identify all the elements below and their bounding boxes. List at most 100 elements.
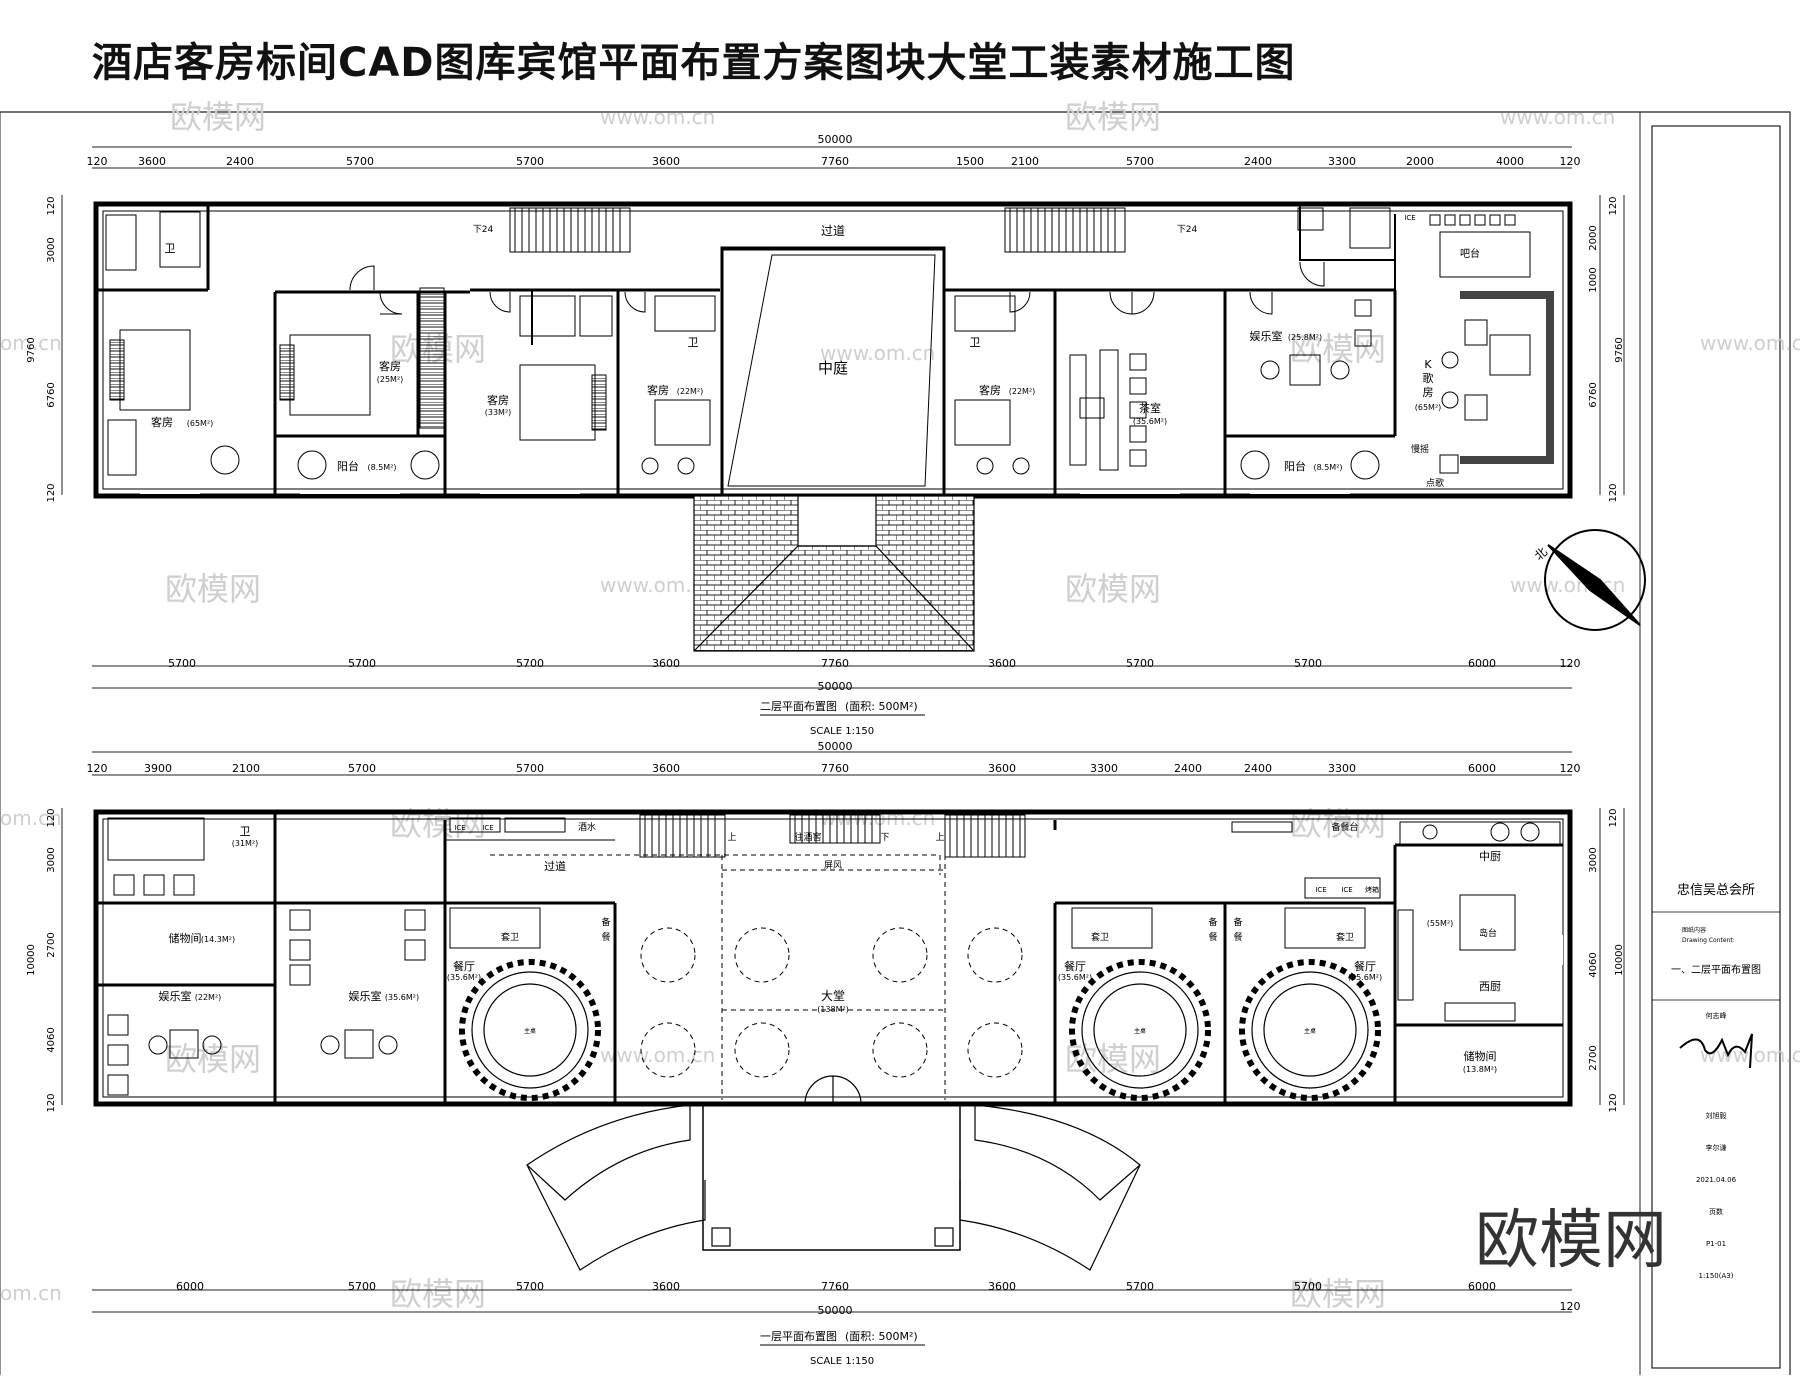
lobby-layout — [490, 854, 1023, 1100]
room-label: 客房 — [979, 383, 1001, 397]
upper-top-dims: 120 3600 2400 5700 5700 3600 7760 1500 2… — [87, 155, 1581, 168]
room-label: 备 — [1233, 916, 1242, 928]
svg-text:6000: 6000 — [1468, 762, 1496, 775]
room-label: 吧台 — [1460, 247, 1480, 260]
room-label: 备 — [601, 916, 610, 928]
room-label: 娱乐室 — [349, 989, 382, 1003]
north-label: 北 — [1532, 545, 1550, 563]
appliance-label: 烤箱 — [1365, 885, 1379, 894]
lower-caption-area: (面积: 500M²) — [845, 1330, 918, 1343]
svg-text:6000: 6000 — [1468, 657, 1496, 670]
room-label: 套卫 — [501, 931, 519, 943]
svg-text:4060: 4060 — [1588, 952, 1599, 977]
svg-text:2700: 2700 — [1588, 1045, 1599, 1070]
svg-text:120: 120 — [46, 483, 57, 502]
lower-overall-dim: 50000 — [818, 740, 853, 753]
upper-plan: 50000 120 3600 2400 5700 5700 3600 7760 … — [26, 133, 1646, 737]
svg-text:5700: 5700 — [516, 762, 544, 775]
svg-text:2100: 2100 — [232, 762, 260, 775]
svg-text:5700: 5700 — [516, 155, 544, 168]
upper-bottom-dims: 5700 5700 5700 3600 7760 3600 5700 5700 … — [168, 657, 1581, 670]
room-label: 客房 — [647, 383, 669, 397]
watermark-brand: 欧模网 — [165, 1040, 261, 1078]
room-label: 中厨 — [1479, 850, 1501, 863]
room-label: 储物间 — [169, 931, 202, 945]
stair-label: 上 — [935, 832, 944, 843]
drafter-name: 刘旭毅 — [1706, 1111, 1727, 1120]
watermark-brand: 欧模网 — [390, 1275, 486, 1313]
room-area: (35.6M²) — [1133, 417, 1167, 426]
room-label: 过道 — [544, 859, 566, 873]
appliance-label: ICE — [1315, 886, 1326, 894]
room-area: (35.6M²) — [447, 973, 481, 982]
room-label: 餐 — [601, 931, 610, 943]
svg-text:7760: 7760 — [821, 1280, 849, 1293]
watermark-url-short: om.cn — [0, 331, 62, 355]
svg-text:120: 120 — [1560, 155, 1581, 168]
svg-text:5700: 5700 — [1126, 657, 1154, 670]
room-area: (65M²) — [187, 419, 214, 428]
watermark-url: www.om.cn — [1700, 331, 1800, 355]
lower-top-dims: 120 3900 2100 5700 5700 3600 7760 3600 3… — [87, 762, 1581, 775]
upper-furniture — [105, 207, 1554, 480]
lower-scale: SCALE 1:150 — [810, 1356, 874, 1367]
room-area: (22M²) — [677, 387, 704, 396]
svg-text:3000: 3000 — [1588, 847, 1599, 872]
upper-side-dims: 120 3000 9760 6760 120 120 2000 1000 976… — [26, 196, 1625, 502]
lower-bottom-dims: 6000 5700 5700 3600 7760 3600 5700 5700 … — [176, 1280, 1581, 1313]
svg-text:4060: 4060 — [46, 1027, 57, 1052]
room-label: K — [1424, 358, 1432, 371]
svg-text:3300: 3300 — [1328, 155, 1356, 168]
upper-dim-lines — [61, 146, 1625, 689]
svg-text:5700: 5700 — [516, 657, 544, 670]
stair-label: 上 — [727, 832, 736, 843]
svg-text:9760: 9760 — [1614, 337, 1625, 362]
brand-watermark: 欧模网 — [1475, 1204, 1667, 1278]
appliance-label: ICE — [1341, 886, 1352, 894]
upper-caption-area: (面积: 500M²) — [845, 700, 918, 713]
page-number: P1-01 — [1706, 1240, 1726, 1248]
room-area: (8.5M²) — [367, 463, 396, 472]
svg-text:3000: 3000 — [46, 237, 57, 262]
room-label: 歌 — [1423, 371, 1434, 385]
room-area: (13.8M²) — [1463, 1065, 1497, 1074]
svg-text:120: 120 — [1608, 483, 1619, 502]
svg-text:7760: 7760 — [821, 657, 849, 670]
svg-text:5700: 5700 — [1294, 1280, 1322, 1293]
room-label: 套卫 — [1336, 931, 1354, 943]
table-label: 主桌 — [524, 1027, 536, 1035]
svg-text:3600: 3600 — [138, 155, 166, 168]
signature-icon — [1679, 1033, 1753, 1069]
svg-text:5700: 5700 — [1126, 155, 1154, 168]
room-label: 储物间 — [1464, 1049, 1497, 1063]
room-label: 备餐台 — [1331, 821, 1358, 833]
lower-furniture — [107, 817, 1561, 1096]
room-area: (14.3M²) — [201, 935, 235, 944]
room-area: (22M²) — [195, 993, 222, 1002]
svg-text:3000: 3000 — [46, 847, 57, 872]
content-label-en: Drawing Content: — [1682, 937, 1735, 944]
table-label: 主桌 — [1304, 1027, 1316, 1035]
svg-text:120: 120 — [1608, 1093, 1619, 1112]
svg-text:10000: 10000 — [1614, 944, 1625, 976]
drawing-content: 一、二层平面布置图 — [1671, 964, 1761, 976]
watermark-url: www.om.cn — [820, 341, 935, 365]
upper-doors — [349, 261, 1325, 315]
svg-text:3300: 3300 — [1328, 762, 1356, 775]
watermark-url-short: om.cn — [0, 806, 62, 830]
svg-text:120: 120 — [1560, 657, 1581, 670]
lower-plan: 50000 120 3900 2100 5700 5700 3600 7760 … — [26, 740, 1625, 1367]
svg-text:2000: 2000 — [1406, 155, 1434, 168]
canopy-roof — [693, 495, 975, 652]
svg-text:5700: 5700 — [1126, 1280, 1154, 1293]
checker-name: 李尔谦 — [1706, 1143, 1727, 1152]
lower-overall-dim-bottom: 50000 — [818, 1304, 853, 1317]
svg-text:2400: 2400 — [1244, 155, 1272, 168]
svg-text:120: 120 — [46, 808, 57, 827]
room-label: 西厨 — [1479, 980, 1501, 993]
upper-scale: SCALE 1:150 — [810, 726, 874, 737]
svg-text:5700: 5700 — [168, 657, 196, 670]
svg-text:120: 120 — [1608, 196, 1619, 215]
lower-side-dims: 120 3000 10000 2700 4060 120 120 3000 10… — [26, 808, 1625, 1112]
watermark-url: www.om.cn — [600, 105, 715, 129]
